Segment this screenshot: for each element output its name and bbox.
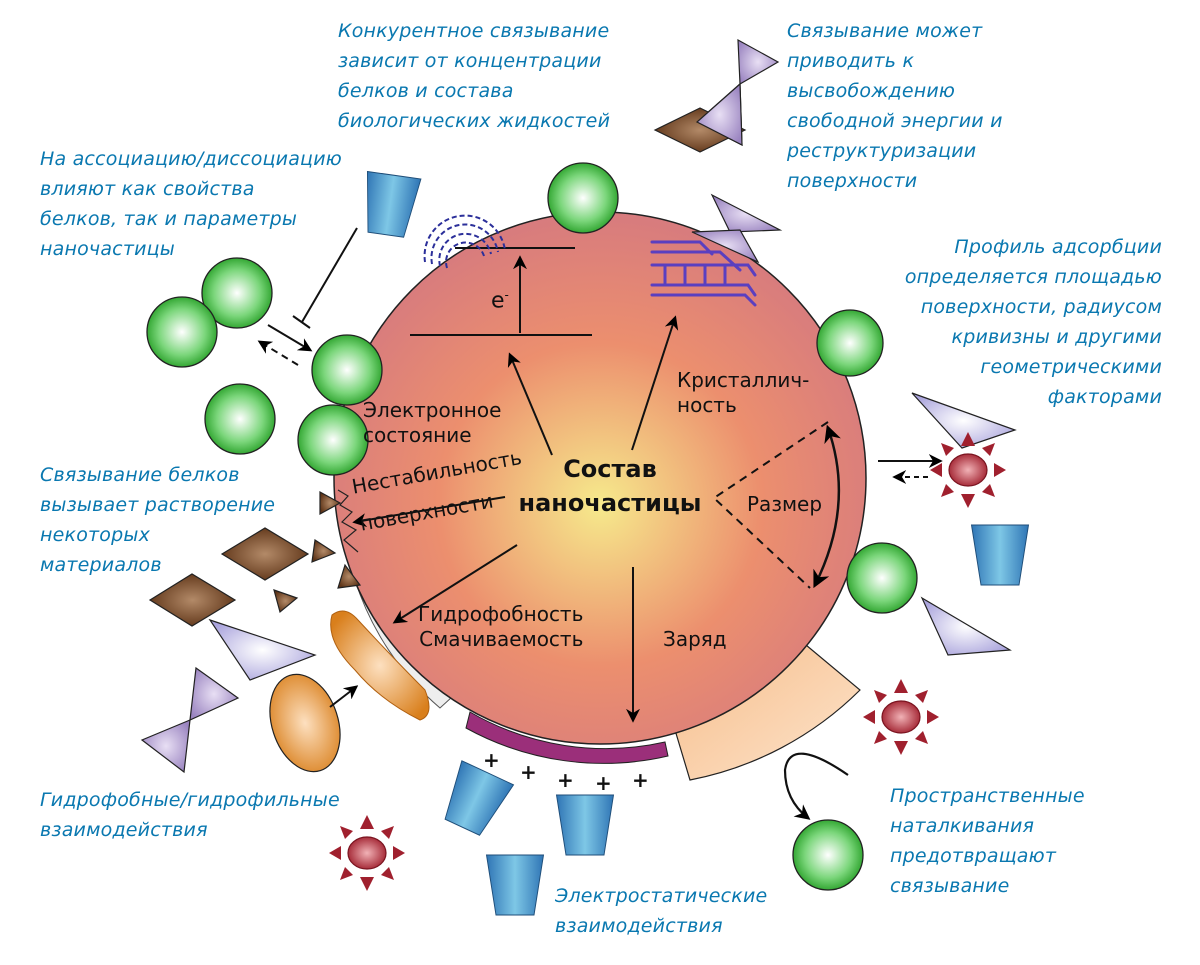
label-electronic-state: Электронное состояние bbox=[363, 398, 502, 447]
green-protein bbox=[792, 819, 864, 891]
green-protein bbox=[204, 383, 276, 455]
blue-protein bbox=[358, 171, 422, 239]
blue-protein bbox=[556, 794, 614, 856]
blue-protein bbox=[486, 854, 544, 916]
crystal-lattice-icon bbox=[650, 240, 757, 307]
note-adsorption-profile: Профиль адсорбции определяется площадью … bbox=[904, 236, 1162, 408]
positive-charge: + bbox=[557, 768, 574, 792]
blue-protein bbox=[435, 760, 515, 840]
brown-fragments bbox=[148, 490, 362, 627]
dissolution-edge bbox=[337, 489, 359, 553]
note-association: На ассоциацию/диссоциацию влияют как сво… bbox=[40, 148, 342, 260]
positive-charge: + bbox=[520, 760, 537, 784]
label-crystallinity: Кристаллич- ность bbox=[677, 368, 810, 417]
green-protein bbox=[846, 542, 918, 614]
charge-band bbox=[465, 711, 669, 764]
label-hydrophobicity: Гидрофобность Смачиваемость bbox=[418, 602, 584, 651]
note-electrostatic: Электростатические взаимодействия bbox=[555, 885, 768, 937]
purple-zigzag-protein bbox=[691, 193, 783, 264]
electron-symbol: e- bbox=[491, 288, 509, 314]
green-protein bbox=[816, 309, 884, 377]
label-charge: Заряд bbox=[663, 627, 727, 651]
quantum-waves-icon bbox=[423, 214, 506, 269]
label-size: Размер bbox=[747, 492, 823, 516]
note-steric-hindrance: Пространственные наталкивания предотвращ… bbox=[890, 785, 1085, 897]
green-protein-spheres bbox=[146, 162, 918, 891]
orange-protein bbox=[269, 673, 341, 773]
red-spiky-protein bbox=[328, 814, 406, 892]
red-spiky-protein bbox=[929, 431, 1007, 509]
green-protein bbox=[297, 404, 369, 476]
positive-charge: + bbox=[632, 768, 649, 792]
green-protein bbox=[311, 334, 383, 406]
note-free-energy: Связывание может приводить к высвобожден… bbox=[787, 20, 1003, 192]
green-protein bbox=[547, 162, 619, 234]
orange-adsorbed-protein bbox=[330, 610, 430, 721]
note-hydrophobic-interactions: Гидрофобные/гидрофильные взаимодействия bbox=[40, 789, 340, 841]
positive-charge: + bbox=[595, 771, 612, 795]
note-dissolution: Связывание белков вызывает растворение н… bbox=[40, 464, 276, 576]
lavender-triangles bbox=[208, 392, 1017, 681]
positive-charge: + bbox=[483, 748, 500, 772]
purple-bowtie-protein bbox=[140, 666, 240, 774]
red-spiky-protein bbox=[862, 678, 940, 756]
center-label: Состав наночастицы bbox=[518, 455, 702, 517]
steric-hindrance-band bbox=[674, 639, 861, 781]
blue-protein bbox=[971, 524, 1029, 586]
green-protein bbox=[146, 296, 218, 368]
note-competitive-binding: Конкурентное связывание зависит от конце… bbox=[338, 20, 611, 132]
green-protein bbox=[201, 257, 273, 329]
